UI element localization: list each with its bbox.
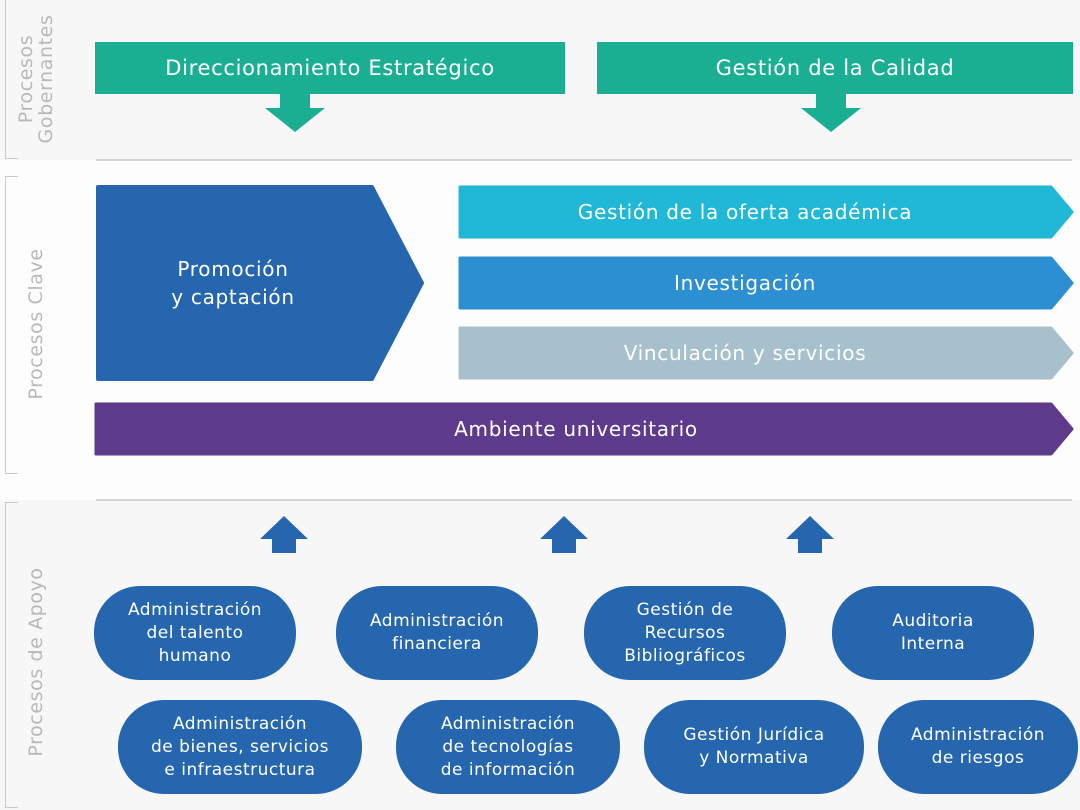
gestion-calidad-label: Gestión de la Calidad: [715, 56, 955, 80]
up-arrow-icon: [540, 516, 588, 553]
pill-tecnologias: Administración de tecnologías de informa…: [396, 700, 620, 794]
ambiente-shape: [94, 402, 1074, 456]
investigacion-shape: [458, 256, 1074, 310]
divider-gobernantes: [96, 159, 1072, 161]
vinculacion-text: Vinculación y servicios: [623, 341, 867, 365]
pill-juridica-normativa: Gestión Jurídica y Normativa: [644, 700, 864, 794]
pill-talento-humano: Administración del talento humano: [94, 586, 296, 680]
down-arrow-icon: [801, 94, 861, 132]
pill-recursos-bibliograficos: Gestión de Recursos Bibliográficos: [584, 586, 786, 680]
down-arrow-icon: [265, 94, 325, 132]
pill-auditoria-interna: Auditoria Interna: [832, 586, 1034, 680]
promocion-line1: Promoción: [177, 257, 289, 281]
pill-riesgos: Administración de riesgos: [878, 700, 1078, 794]
oferta-text: Gestión de la oferta académica: [577, 200, 913, 224]
divider-apoyo: [96, 499, 1072, 501]
direccionamiento-estrategico-box: Direccionamiento Estratégico: [95, 42, 565, 94]
direccionamiento-estrategico-label: Direccionamiento Estratégico: [165, 56, 495, 80]
promocion-text: Promoción y captación: [98, 187, 368, 379]
gestion-calidad-box: Gestión de la Calidad: [597, 42, 1073, 94]
clave-bracket: [5, 176, 18, 474]
apoyo-bracket: [5, 502, 18, 808]
investigacion-text: Investigación: [673, 271, 817, 295]
up-arrow-icon: [260, 516, 308, 553]
promocion-shape: [96, 185, 424, 381]
pill-financiera: Administración financiera: [336, 586, 538, 680]
oferta-shape: [458, 185, 1074, 239]
gobernantes-bracket: [5, 0, 18, 159]
pill-bienes-servicios: Administración de bienes, servicios e in…: [118, 700, 362, 794]
promocion-line2: y captación: [171, 285, 295, 309]
vinculacion-shape: [458, 326, 1074, 380]
up-arrow-icon: [786, 516, 834, 553]
ambiente-text: Ambiente universitario: [454, 417, 698, 441]
